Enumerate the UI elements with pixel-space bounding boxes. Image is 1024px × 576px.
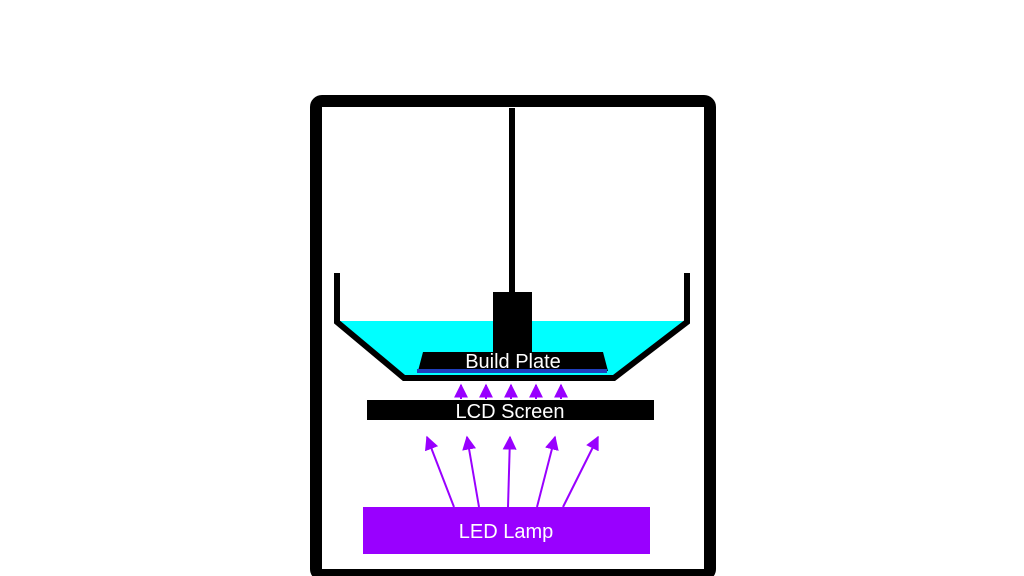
uv-arrow-long bbox=[425, 435, 455, 508]
uv-arrow-long bbox=[562, 435, 599, 508]
build-plate-label: Build Plate bbox=[465, 351, 561, 373]
lcd-screen bbox=[367, 400, 654, 420]
build-plate-holder bbox=[493, 292, 532, 352]
uv-arrows-lcd bbox=[454, 383, 568, 399]
uv-arrow-long bbox=[502, 435, 517, 508]
cured-layer bbox=[417, 369, 607, 373]
led-lamp-label: LED Lamp bbox=[459, 521, 554, 543]
uv-arrows-led bbox=[425, 435, 599, 508]
lcd-screen-label: LCD Screen bbox=[456, 401, 565, 423]
uv-arrow-long bbox=[536, 435, 559, 508]
led-lamp bbox=[363, 507, 650, 554]
printer-enclosure bbox=[310, 95, 716, 576]
uv-arrow-long bbox=[462, 435, 480, 508]
build-plate bbox=[418, 352, 608, 371]
z-axis-rod bbox=[509, 108, 515, 294]
resin-vat bbox=[334, 273, 690, 381]
